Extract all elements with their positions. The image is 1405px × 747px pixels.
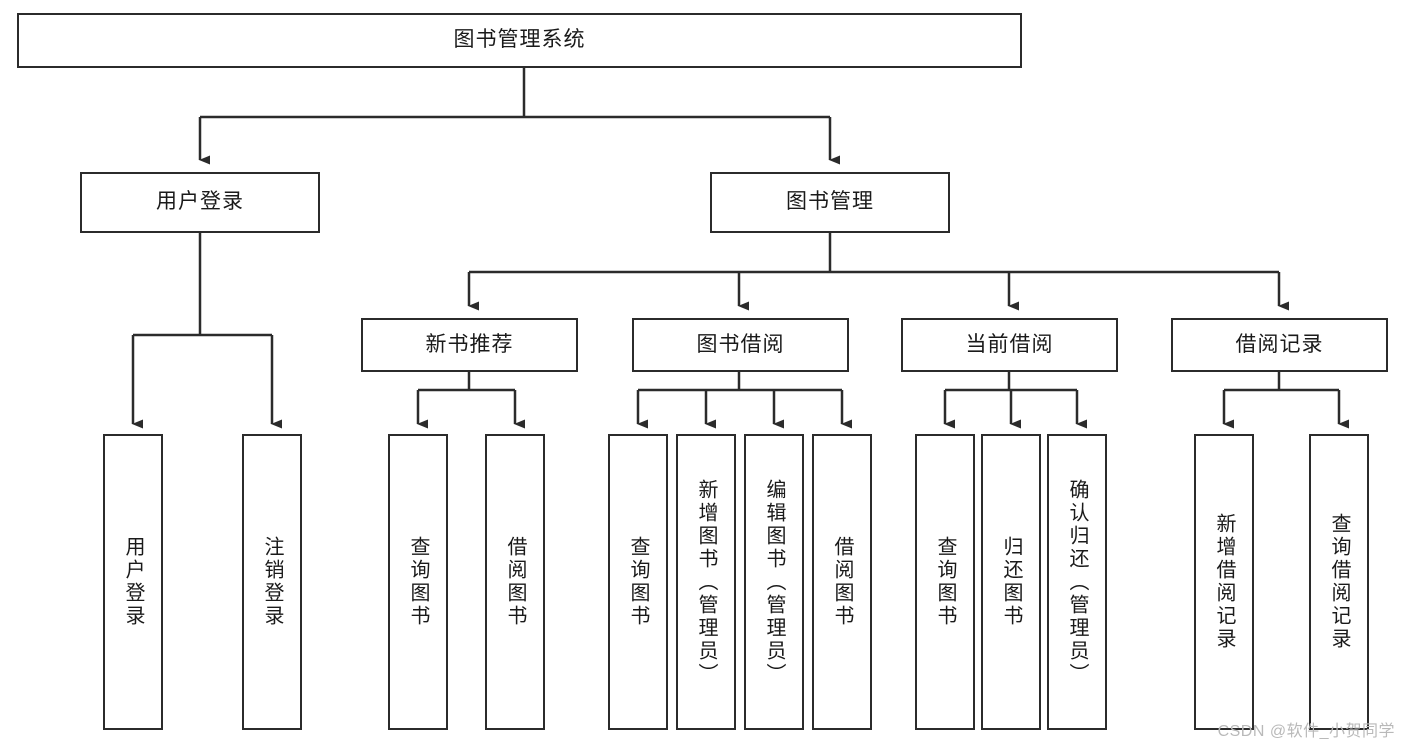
node-book-management-label: 图书管理 [786, 190, 874, 214]
leaf-bb-add-book[interactable]: 新增图书（管理员） [676, 434, 736, 730]
leaf-bb-edit-book-label: 编辑图书（管理员） [763, 478, 785, 686]
leaf-bb-borrow-book-label: 借阅图书 [831, 536, 853, 628]
node-new-book-recommend[interactable]: 新书推荐 [361, 318, 578, 372]
leaf-bb-edit-book[interactable]: 编辑图书（管理员） [744, 434, 804, 730]
node-borrow-record[interactable]: 借阅记录 [1171, 318, 1388, 372]
leaf-bb-add-book-label: 新增图书（管理员） [695, 478, 717, 686]
leaf-user-login[interactable]: 用户登录 [103, 434, 163, 730]
node-root-label: 图书管理系统 [453, 28, 586, 52]
leaf-br-add-record-label: 新增借阅记录 [1213, 513, 1235, 651]
node-current-borrow[interactable]: 当前借阅 [901, 318, 1118, 372]
leaf-cb-return-book[interactable]: 归还图书 [981, 434, 1041, 730]
node-root[interactable]: 图书管理系统 [17, 13, 1022, 68]
leaf-cb-confirm-return[interactable]: 确认归还（管理员） [1047, 434, 1107, 730]
leaf-br-add-record[interactable]: 新增借阅记录 [1194, 434, 1254, 730]
leaf-br-query-record-label: 查询借阅记录 [1328, 513, 1350, 651]
leaf-nb-query-book-label: 查询图书 [407, 536, 429, 628]
leaf-logout-label: 注销登录 [261, 536, 283, 628]
node-current-borrow-label: 当前借阅 [965, 332, 1054, 356]
node-borrow-record-label: 借阅记录 [1235, 332, 1324, 356]
node-book-borrow[interactable]: 图书借阅 [632, 318, 849, 372]
node-new-book-recommend-label: 新书推荐 [425, 332, 514, 356]
leaf-nb-borrow-book-label: 借阅图书 [504, 536, 526, 628]
leaf-cb-query-book-label: 查询图书 [934, 536, 956, 628]
leaf-br-query-record[interactable]: 查询借阅记录 [1309, 434, 1369, 730]
leaf-cb-query-book[interactable]: 查询图书 [915, 434, 975, 730]
leaf-user-login-label: 用户登录 [122, 536, 144, 628]
leaf-cb-confirm-return-label: 确认归还（管理员） [1066, 478, 1088, 686]
leaf-logout[interactable]: 注销登录 [242, 434, 302, 730]
leaf-bb-borrow-book[interactable]: 借阅图书 [812, 434, 872, 730]
node-book-management[interactable]: 图书管理 [710, 172, 950, 233]
node-user-login-label: 用户登录 [156, 190, 244, 214]
leaf-bb-query-book-label: 查询图书 [627, 536, 649, 628]
leaf-cb-return-book-label: 归还图书 [1000, 536, 1022, 628]
node-book-borrow-label: 图书借阅 [696, 332, 785, 356]
leaf-nb-borrow-book[interactable]: 借阅图书 [485, 434, 545, 730]
csdn-watermark: CSDN @软件_小贺同学 [1217, 723, 1395, 740]
leaf-bb-query-book[interactable]: 查询图书 [608, 434, 668, 730]
node-user-login[interactable]: 用户登录 [80, 172, 320, 233]
leaf-nb-query-book[interactable]: 查询图书 [388, 434, 448, 730]
